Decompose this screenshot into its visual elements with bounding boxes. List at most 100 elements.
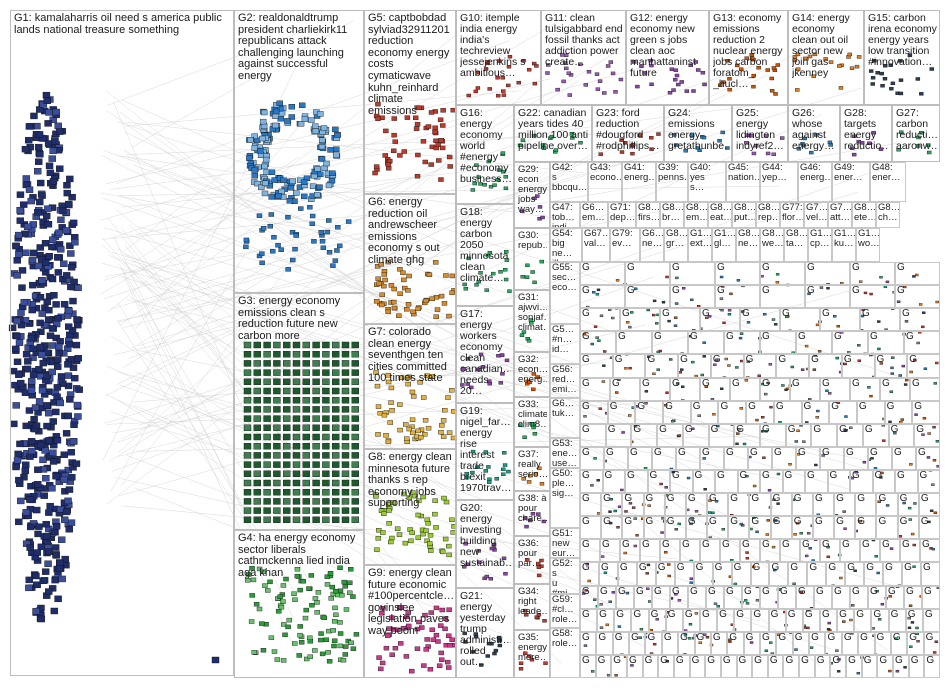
mini-group-letter: G (717, 285, 725, 297)
small-group-cell: G53: ene… use… (550, 438, 580, 468)
small-group-label: G41: energ… (624, 162, 656, 183)
mini-group-letter: G (802, 539, 810, 551)
small-group-label: G59: #cl… role… (552, 594, 578, 625)
mini-group-letter: G (866, 562, 874, 574)
g1-node (36, 343, 45, 351)
group-box-g21: G21: energy yesterday trump administr… r… (456, 588, 514, 678)
g1-node (42, 212, 51, 220)
mini-group-cell: G (636, 562, 656, 586)
small-group-label: G7… att… (830, 202, 852, 223)
mini-group-cell: G (708, 423, 735, 447)
mini-group-cell: G (710, 354, 744, 378)
group-box-g8: G8: energy clean minnesota future thanks… (364, 449, 456, 565)
mini-group-cell: G (856, 400, 885, 424)
mini-group-cell: G (788, 562, 808, 586)
edge (111, 251, 866, 470)
g1-node (70, 278, 78, 286)
g1-node (30, 112, 38, 120)
small-group-cell: G7… vel… (804, 202, 828, 228)
mini-group-cell: G (685, 516, 708, 540)
mini-group-letter: G (852, 470, 860, 481)
g1-node (23, 365, 32, 373)
mini-group-cell: G (805, 262, 850, 286)
mini-group-cell: G (924, 654, 940, 678)
small-group-label: G45: nation… (728, 162, 760, 183)
small-group-cell: G71: dep… (608, 202, 636, 228)
mini-group-letter: G (712, 631, 721, 643)
mini-group-letter: G (811, 354, 819, 366)
mini-group-letter: G (924, 608, 933, 620)
small-group-cell: G8… firs… (636, 202, 660, 228)
mini-group-cell: G (846, 654, 862, 678)
mini-group-letter: G (636, 585, 644, 597)
g1-node (36, 294, 45, 301)
mini-group-cell: G (895, 262, 940, 286)
mini-group-letter: G (644, 654, 653, 666)
mini-group-cell: G (760, 423, 786, 447)
mini-group-cell: G (731, 562, 751, 586)
mini-group-cell: G (868, 331, 904, 355)
mini-group-cell: G (629, 631, 646, 655)
mini-group-letter: G (876, 354, 885, 366)
mini-group-letter: G (613, 654, 622, 666)
group-box-g2: G2: realdonaldtrump president charliekir… (234, 10, 364, 293)
edge (117, 302, 295, 592)
small-group-label: G8… we… (762, 228, 784, 249)
small-group-cell: G8… br… (660, 202, 684, 228)
mini-group-letter: G (787, 423, 796, 435)
edge (119, 384, 784, 615)
mini-group-cell: G (827, 470, 850, 494)
mini-group-letter: G (637, 400, 646, 412)
mini-group-letter: G (662, 308, 670, 320)
mini-group-letter: G (582, 331, 590, 343)
edge (138, 237, 471, 347)
mini-group-cell: G (904, 331, 940, 355)
g1-node (42, 475, 50, 482)
mini-group-cell: G (809, 631, 826, 655)
mini-group-cell: G (700, 608, 718, 632)
g1-node (62, 272, 71, 279)
mini-group-cell: G (868, 585, 886, 609)
small-group-label: G8… put… (734, 202, 756, 223)
mini-group-letter: G (680, 631, 688, 643)
group-box-g28: G28: targets energy reductio… (840, 105, 892, 162)
group-label-g30: G30: repub… (518, 231, 547, 251)
mini-group-letter: G (879, 654, 888, 666)
g1-node (23, 223, 32, 230)
g1-node (39, 359, 47, 367)
mini-group-cell: G (854, 608, 872, 632)
mini-group-letter: G (742, 308, 750, 320)
mini-group-cell: G (850, 285, 895, 309)
mini-group-cell: G (760, 539, 780, 563)
mini-group-letter: G (831, 400, 839, 412)
g1-node (36, 244, 44, 251)
g1-node (72, 460, 81, 467)
mini-group-letter: G (600, 562, 609, 574)
small-group-cell: G56: red… emi… (550, 364, 580, 398)
edge (125, 254, 759, 529)
g1-node (13, 358, 22, 366)
mini-group-cell: G (640, 539, 660, 563)
mini-group-cell: G (670, 285, 715, 309)
small-group-label: G1… ext… (690, 228, 712, 249)
mini-group-letter: G (762, 470, 770, 481)
mini-group-cell: G (631, 608, 649, 632)
mini-group-cell: G (652, 331, 688, 355)
mini-group-letter: G (839, 608, 847, 620)
mini-group-letter: G (864, 423, 873, 435)
mini-group-cell: G (908, 654, 925, 678)
mini-group-letter: G (719, 608, 727, 620)
mini-group-cell: G (689, 654, 706, 678)
mini-group-cell: G (892, 446, 916, 470)
g1-node (68, 326, 77, 334)
mini-group-letter: G (730, 516, 739, 528)
g1-node (12, 463, 20, 471)
g1-node (28, 256, 37, 264)
mini-group-cell: G (814, 585, 832, 609)
mini-group-letter: G (904, 562, 912, 574)
edge (120, 266, 324, 605)
mini-group-cell: G (917, 470, 940, 494)
mini-group-cell: G (727, 631, 744, 655)
edge (135, 371, 487, 502)
small-group-label: G54: big ne… ilh… (552, 228, 573, 261)
